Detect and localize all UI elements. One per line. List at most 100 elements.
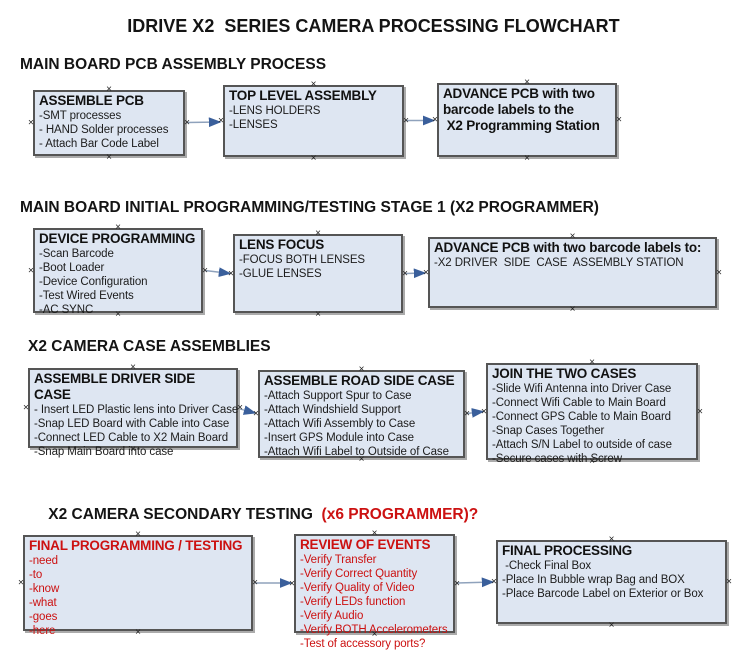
connection-handle-icon: × xyxy=(237,402,243,414)
box-line: -Check Final Box xyxy=(502,560,592,572)
box-line: -Snap Cases Together xyxy=(492,425,605,437)
box-title: LENS FOCUS xyxy=(239,237,325,252)
section-heading-case-assemblies: X2 CAMERA CASE ASSEMBLIES xyxy=(28,338,271,355)
flow-box-join-the-two-cases[interactable]: JOIN THE TWO CASES -Slide Wifi Antenna i… xyxy=(481,358,703,467)
flow-arrow xyxy=(204,267,232,278)
flow-box-advance-pcb-driver-side-station[interactable]: ADVANCE PCB with two barcode labels to: … xyxy=(423,232,722,315)
box-line: -GLUE LENSES xyxy=(239,268,322,280)
box-line: -Test Wired Events xyxy=(39,290,134,302)
box-line: -LENS HOLDERS xyxy=(229,105,321,117)
connection-handle-icon: × xyxy=(28,265,34,276)
box-line: -Connect LED Cable to X2 Main Board xyxy=(34,432,229,444)
box-line: -need xyxy=(29,555,58,567)
box-line: -Connect Wifi Cable to Main Board xyxy=(492,397,666,409)
connection-handle-icon: × xyxy=(402,268,408,279)
box-line: -Attach Wifi Assembly to Case xyxy=(264,418,416,430)
connection-handle-icon: × xyxy=(28,117,34,129)
box-line: -what xyxy=(29,597,57,609)
connection-handle-icon: × xyxy=(491,576,497,588)
box-body: -Check Final Box -Place In Bubble wrap Ba… xyxy=(502,559,722,601)
connection-handle-icon: × xyxy=(228,268,234,279)
connection-handle-icon: × xyxy=(252,577,258,589)
box-line: -Verify Audio xyxy=(300,610,364,622)
box-line: -Attach Wifi Label to Outside of Case xyxy=(264,446,449,458)
box-line: -Attach Support Spur to Case xyxy=(264,390,412,402)
box-title: ASSEMBLE PCB xyxy=(39,93,144,108)
connection-handle-icon: × xyxy=(202,265,208,276)
box-line: -Scan Barcode xyxy=(39,248,114,260)
box-body: -FOCUS BOTH LENSES-GLUE LENSES xyxy=(239,253,398,281)
box-title: JOIN THE TWO CASES xyxy=(492,366,637,381)
connection-handle-icon: × xyxy=(716,267,722,278)
box-line: -Place Barcode Label on Exterior or Box xyxy=(502,588,704,600)
connection-handle-icon: × xyxy=(310,153,317,164)
box-title: FINAL PROGRAMMING / TESTING xyxy=(29,538,243,553)
flow-box-assemble-driver-side-case[interactable]: ASSEMBLE DRIVER SIDE CASE - Insert LED P… xyxy=(23,363,243,459)
flow-box-advance-pcb-programming-station[interactable]: ADVANCE PCB with two barcode labels to t… xyxy=(432,78,622,164)
flow-arrow xyxy=(186,117,222,128)
box-title: FINAL PROCESSING xyxy=(502,543,633,558)
box-body: -need-to-know-what-goes-here xyxy=(29,554,248,638)
box-line: -Verify LEDs function xyxy=(300,596,406,608)
flow-box-assemble-road-side-case[interactable]: ASSEMBLE ROAD SIDE CASE -Attach Support … xyxy=(253,365,470,465)
box-line: -Boot Loader xyxy=(39,262,105,274)
box-title: ADVANCE PCB with two barcode labels to t… xyxy=(443,86,600,133)
box-line: -know xyxy=(29,583,60,595)
box-line: -Slide Wifi Antenna into Driver Case xyxy=(492,383,672,395)
box-line: -Secure cases with Screw xyxy=(492,453,622,465)
box-line: -Verify Correct Quantity xyxy=(300,568,418,580)
flow-box-top-level-assembly[interactable]: TOP LEVEL ASSEMBLY -LENS HOLDERS-LENSES … xyxy=(218,80,409,164)
box-line: - Attach Bar Code Label xyxy=(39,138,159,150)
box-body: -X2 DRIVER SIDE CASE ASSEMBLY STATION xyxy=(434,256,712,270)
flow-box-assemble-pcb[interactable]: ASSEMBLE PCB -SMT processes- HAND Solder… xyxy=(28,85,190,163)
box-body: -Scan Barcode -Boot Loader -Device Configu… xyxy=(39,247,198,317)
box-body: -Slide Wifi Antenna into Driver Case -Con… xyxy=(492,382,693,466)
box-line: -Snap Main Board into case xyxy=(34,446,174,458)
connection-handle-icon: × xyxy=(569,304,576,315)
connection-handle-icon: × xyxy=(403,115,409,127)
box-title: REVIEW OF EVENTS xyxy=(300,537,431,552)
box-title: DEVICE PROGRAMMING xyxy=(39,231,196,246)
flow-box-final-processing[interactable]: FINAL PROCESSING -Check Final Box -Place … xyxy=(491,535,732,631)
box-line: -Test of accessory ports? xyxy=(300,638,426,650)
box-line: -LENSES xyxy=(229,119,278,131)
box-line: -Attach S/N Label to outside of case xyxy=(492,439,672,451)
connection-handle-icon: × xyxy=(616,114,622,126)
connection-handle-icon: × xyxy=(18,577,24,589)
connection-handle-icon: × xyxy=(524,153,530,164)
box-line: -goes xyxy=(29,611,58,623)
box-line: -Verify Transfer xyxy=(300,554,377,566)
box-body: -Attach Support Spur to Case-Attach Wind… xyxy=(264,389,460,459)
box-body: - Insert LED Plastic lens into Driver Ca… xyxy=(34,403,239,459)
box-line: - Insert LED Plastic lens into Driver Ca… xyxy=(34,404,239,416)
connection-handle-icon: × xyxy=(423,267,429,278)
box-line: -Snap LED Board with Cable into Case xyxy=(34,418,230,430)
box-line: -Place In Bubble wrap Bag and BOX xyxy=(502,574,685,586)
flow-box-lens-focus[interactable]: LENS FOCUS -FOCUS BOTH LENSES-GLUE LENSE… xyxy=(228,229,408,320)
box-line: -AC SYNC xyxy=(39,304,94,316)
section-heading-initial-programming: MAIN BOARD INITIAL PROGRAMMING/TESTING S… xyxy=(20,199,599,216)
connection-handle-icon: × xyxy=(726,576,732,588)
box-line: -X2 DRIVER SIDE CASE ASSEMBLY STATION xyxy=(434,257,684,269)
heading-red-part: (x6 PROGRAMMER)? xyxy=(312,506,479,523)
connection-handle-icon: × xyxy=(481,406,487,417)
box-line: -Insert GPS Module into Case xyxy=(264,432,414,444)
flow-box-final-programming-testing[interactable]: FINAL PROGRAMMING / TESTING -need-to-kno… xyxy=(18,530,258,638)
box-body: -LENS HOLDERS -LENSES xyxy=(229,104,399,132)
connection-handle-icon: × xyxy=(432,114,438,126)
connection-handle-icon: × xyxy=(253,408,259,420)
flow-box-device-programming[interactable]: DEVICE PROGRAMMING -Scan Barcode -Boot Lo… xyxy=(28,223,208,320)
flow-arrow xyxy=(456,577,495,588)
box-line: -Device Configuration xyxy=(39,276,148,288)
box-line: -Verify Quality of Video xyxy=(300,582,415,594)
connection-handle-icon: × xyxy=(184,117,190,129)
flow-arrow xyxy=(239,405,257,415)
connection-handle-icon: × xyxy=(106,152,112,163)
box-title: TOP LEVEL ASSEMBLY xyxy=(229,88,377,103)
box-title: ASSEMBLE ROAD SIDE CASE xyxy=(264,373,455,388)
box-body: -SMT processes- HAND Solder processes- A… xyxy=(39,109,180,151)
heading-black-part: X2 CAMERA SECONDARY TESTING xyxy=(48,506,313,523)
flow-box-review-of-events[interactable]: REVIEW OF EVENTS -Verify Transfer -Verify… xyxy=(289,529,460,651)
box-line: -Connect GPS Cable to Main Board xyxy=(492,411,671,423)
